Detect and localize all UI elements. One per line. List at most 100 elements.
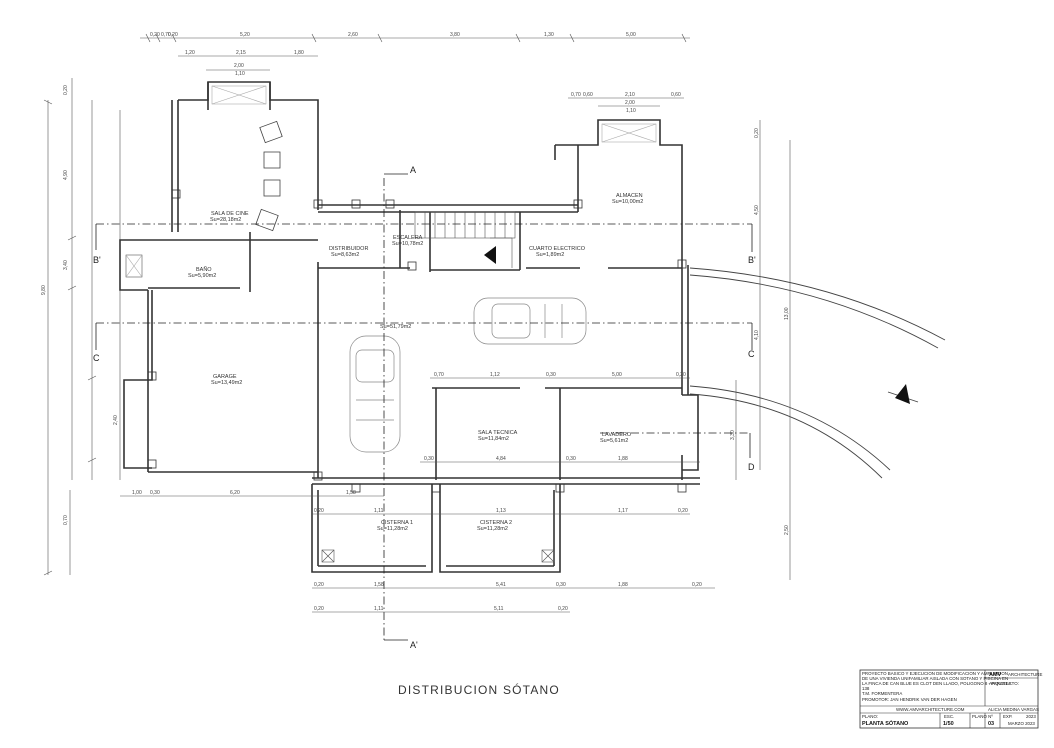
dim-cistern-2: 1,11 <box>374 508 384 514</box>
dim-bottom1-6: 0,20 <box>692 582 702 588</box>
dim-almacen-6: 1,10 <box>626 108 636 114</box>
dim-bottom1-2: 1,58 <box>374 582 384 588</box>
date: MARZO 2023 <box>1008 721 1035 726</box>
dim-top-5: 2,60 <box>348 32 358 38</box>
dim-almacen-3: 2,10 <box>625 92 635 98</box>
dim-third-1: 2,00 <box>234 63 244 69</box>
project-line-1: PROYECTO BASICO Y EJECUCION DE MODIFICAC… <box>862 671 1008 676</box>
firm-role: ARCHITECTURE <box>1008 672 1042 677</box>
room-garage-name: GARAGE <box>213 374 237 380</box>
dim-almacen-5: 2,00 <box>625 100 635 106</box>
room-ramp-area: Su=51,79m2 <box>380 324 411 330</box>
date-year: 2023 <box>1026 714 1036 719</box>
section-label-b-left: B' <box>93 255 101 265</box>
room-laundry-area: Su=5,61m2 <box>600 438 628 444</box>
car-icons <box>349 297 587 453</box>
dim-left-4: 9,80 <box>41 285 47 295</box>
plano-label: PLANO: <box>862 714 878 719</box>
top-dimension-chains: 0,20 0,70 0,20 5,20 2,60 3,80 1,30 5,00 … <box>140 32 690 114</box>
room-laundry-name: LAVADERO <box>602 432 632 438</box>
dim-second-1: 1,20 <box>185 50 195 56</box>
section-label-c-left: C <box>93 353 100 363</box>
room-technical-name: SALA TECNICA <box>478 430 518 436</box>
plan-number-label: PLANO Nº <box>972 714 993 719</box>
dim-bottom1-3: 5,41 <box>496 582 506 588</box>
architect-label: ARQUITECTO: <box>989 681 1019 686</box>
room-labels: SALA DE CINE Su=28,18m2 BAÑO Su=5,90m2 D… <box>188 193 643 532</box>
section-label-c-right: C <box>748 349 755 359</box>
dim-bottom2-1: 0,20 <box>314 606 324 612</box>
dim-left-6: 0,70 <box>63 515 69 525</box>
dim-almacen-4: 0,60 <box>671 92 681 98</box>
dim-left-3: 3,40 <box>63 260 69 270</box>
dim-bottom1-5: 1,88 <box>618 582 628 588</box>
dim-lower-2: 0,30 <box>150 490 160 496</box>
dim-right-5: 2,50 <box>784 525 790 535</box>
stair-direction-arrow-icon <box>484 246 496 264</box>
dim-right-2: 4,50 <box>754 205 760 215</box>
room-cinema-name: SALA DE CINE <box>211 211 249 217</box>
dim-mid1-1: 0,70 <box>434 372 444 378</box>
dim-right-4: 3,30 <box>730 430 736 440</box>
dim-cistern-4: 1,17 <box>618 508 628 514</box>
dim-second-3: 1,80 <box>294 50 304 56</box>
room-distributor-area: Su=8,63m2 <box>331 252 359 258</box>
dim-right-1: 0,20 <box>754 128 760 138</box>
dim-mid2-1: 0,30 <box>424 456 434 462</box>
dim-lower-3: 6,20 <box>230 490 240 496</box>
scale-value: 1/50 <box>943 721 954 727</box>
dim-top-4: 5,20 <box>240 32 250 38</box>
plano-name: PLANTA SÓTANO <box>862 719 909 727</box>
dim-almacen-1: 0,70 <box>571 92 581 98</box>
room-garage-area: Su=13,49m2 <box>211 380 242 386</box>
room-electric-name: CUARTO ELECTRICO <box>529 246 586 252</box>
date-label: EXP. <box>1003 714 1012 719</box>
dim-mid1-2: 1,12 <box>490 372 500 378</box>
cinema-seats <box>255 120 283 232</box>
dim-mid2-4: 1,88 <box>618 456 628 462</box>
staircase <box>414 211 516 268</box>
room-distributor-name: DISTRIBUIDOR <box>329 246 368 252</box>
project-line-4: 138 <box>862 686 870 691</box>
plan-number: 03 <box>988 721 994 727</box>
dim-cistern-5: 0,20 <box>678 508 688 514</box>
room-bath-name: BAÑO <box>196 266 212 273</box>
dim-lower-1: 1,00 <box>132 490 142 496</box>
dim-bottom2-2: 1,11 <box>374 606 384 612</box>
room-cistern1-area: Su=11,28m2 <box>377 526 408 532</box>
project-line-2: DE UNA VIVIENDA UNIFAMILIAR AISLADA CON … <box>862 676 1008 681</box>
project-line-3: LA FINCA DE CAN BLUE ES CLOT DEN LLADO, … <box>862 681 1011 686</box>
room-electric-area: Su=1,89m2 <box>536 252 564 258</box>
dim-left-2: 4,90 <box>63 170 69 180</box>
dim-top-6: 3,80 <box>450 32 460 38</box>
dim-left-5: 2,40 <box>113 415 119 425</box>
room-storage-name: ALMACEN <box>616 193 643 199</box>
dim-bottom2-4: 0,20 <box>558 606 568 612</box>
firm-logo: AMV <box>989 672 1002 678</box>
dim-mid2-3: 0,30 <box>566 456 576 462</box>
section-axes <box>95 173 753 641</box>
dim-top-2: 0,70 <box>161 32 171 38</box>
section-label-d: D <box>748 462 755 472</box>
room-stair-name: ESCALERA <box>393 235 423 241</box>
project-line-5: T.M. FORMENTERA <box>862 691 902 696</box>
dim-almacen-2: 0,60 <box>583 92 593 98</box>
furniture-and-details <box>125 85 946 563</box>
walls <box>119 81 700 573</box>
room-storage-area: Su=10,00m2 <box>612 199 643 205</box>
section-label-a-bottom: A' <box>410 640 418 650</box>
scale-label: ESC. <box>944 714 954 719</box>
dim-lower-4: 1,58 <box>346 490 356 496</box>
room-cistern2-name: CISTERNA 2 <box>480 520 512 526</box>
dim-third-2: 1,10 <box>235 71 245 77</box>
dim-bottom1-1: 0,20 <box>314 582 324 588</box>
dim-top-3: 0,20 <box>168 32 178 38</box>
side-dimension-chains: 0,20 4,90 3,40 9,80 2,40 0,70 0,20 4,50 … <box>41 78 791 580</box>
dim-top-8: 5,00 <box>626 32 636 38</box>
room-technical-area: Su=11,84m2 <box>478 436 509 442</box>
drawing-title: DISTRIBUCION SÓTANO <box>398 682 560 697</box>
dim-mid2-2: 4,84 <box>496 456 506 462</box>
dim-right-3: 4,10 <box>754 330 760 340</box>
website: WWW.AMVARCHITECTURE.COM <box>896 707 965 712</box>
